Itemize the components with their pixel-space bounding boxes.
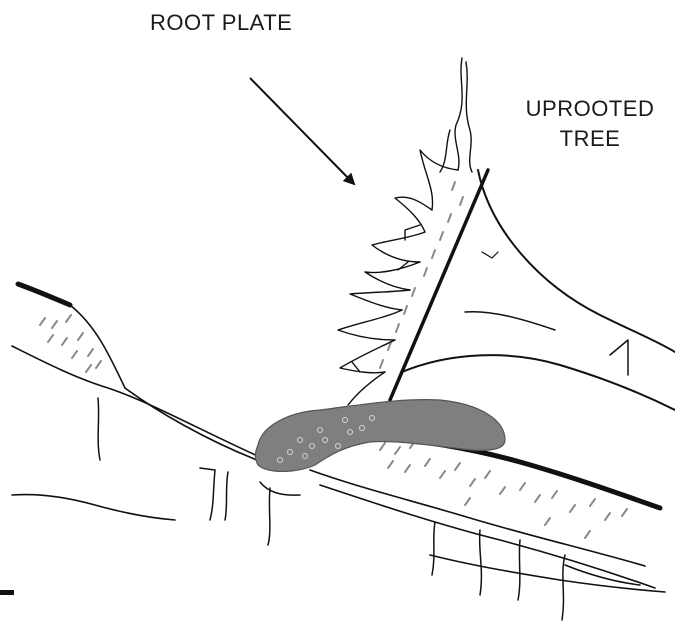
- root-plate-arrow: [250, 78, 354, 184]
- root-plate: [338, 58, 472, 405]
- edge-mark: [0, 590, 14, 595]
- pit: [255, 400, 505, 472]
